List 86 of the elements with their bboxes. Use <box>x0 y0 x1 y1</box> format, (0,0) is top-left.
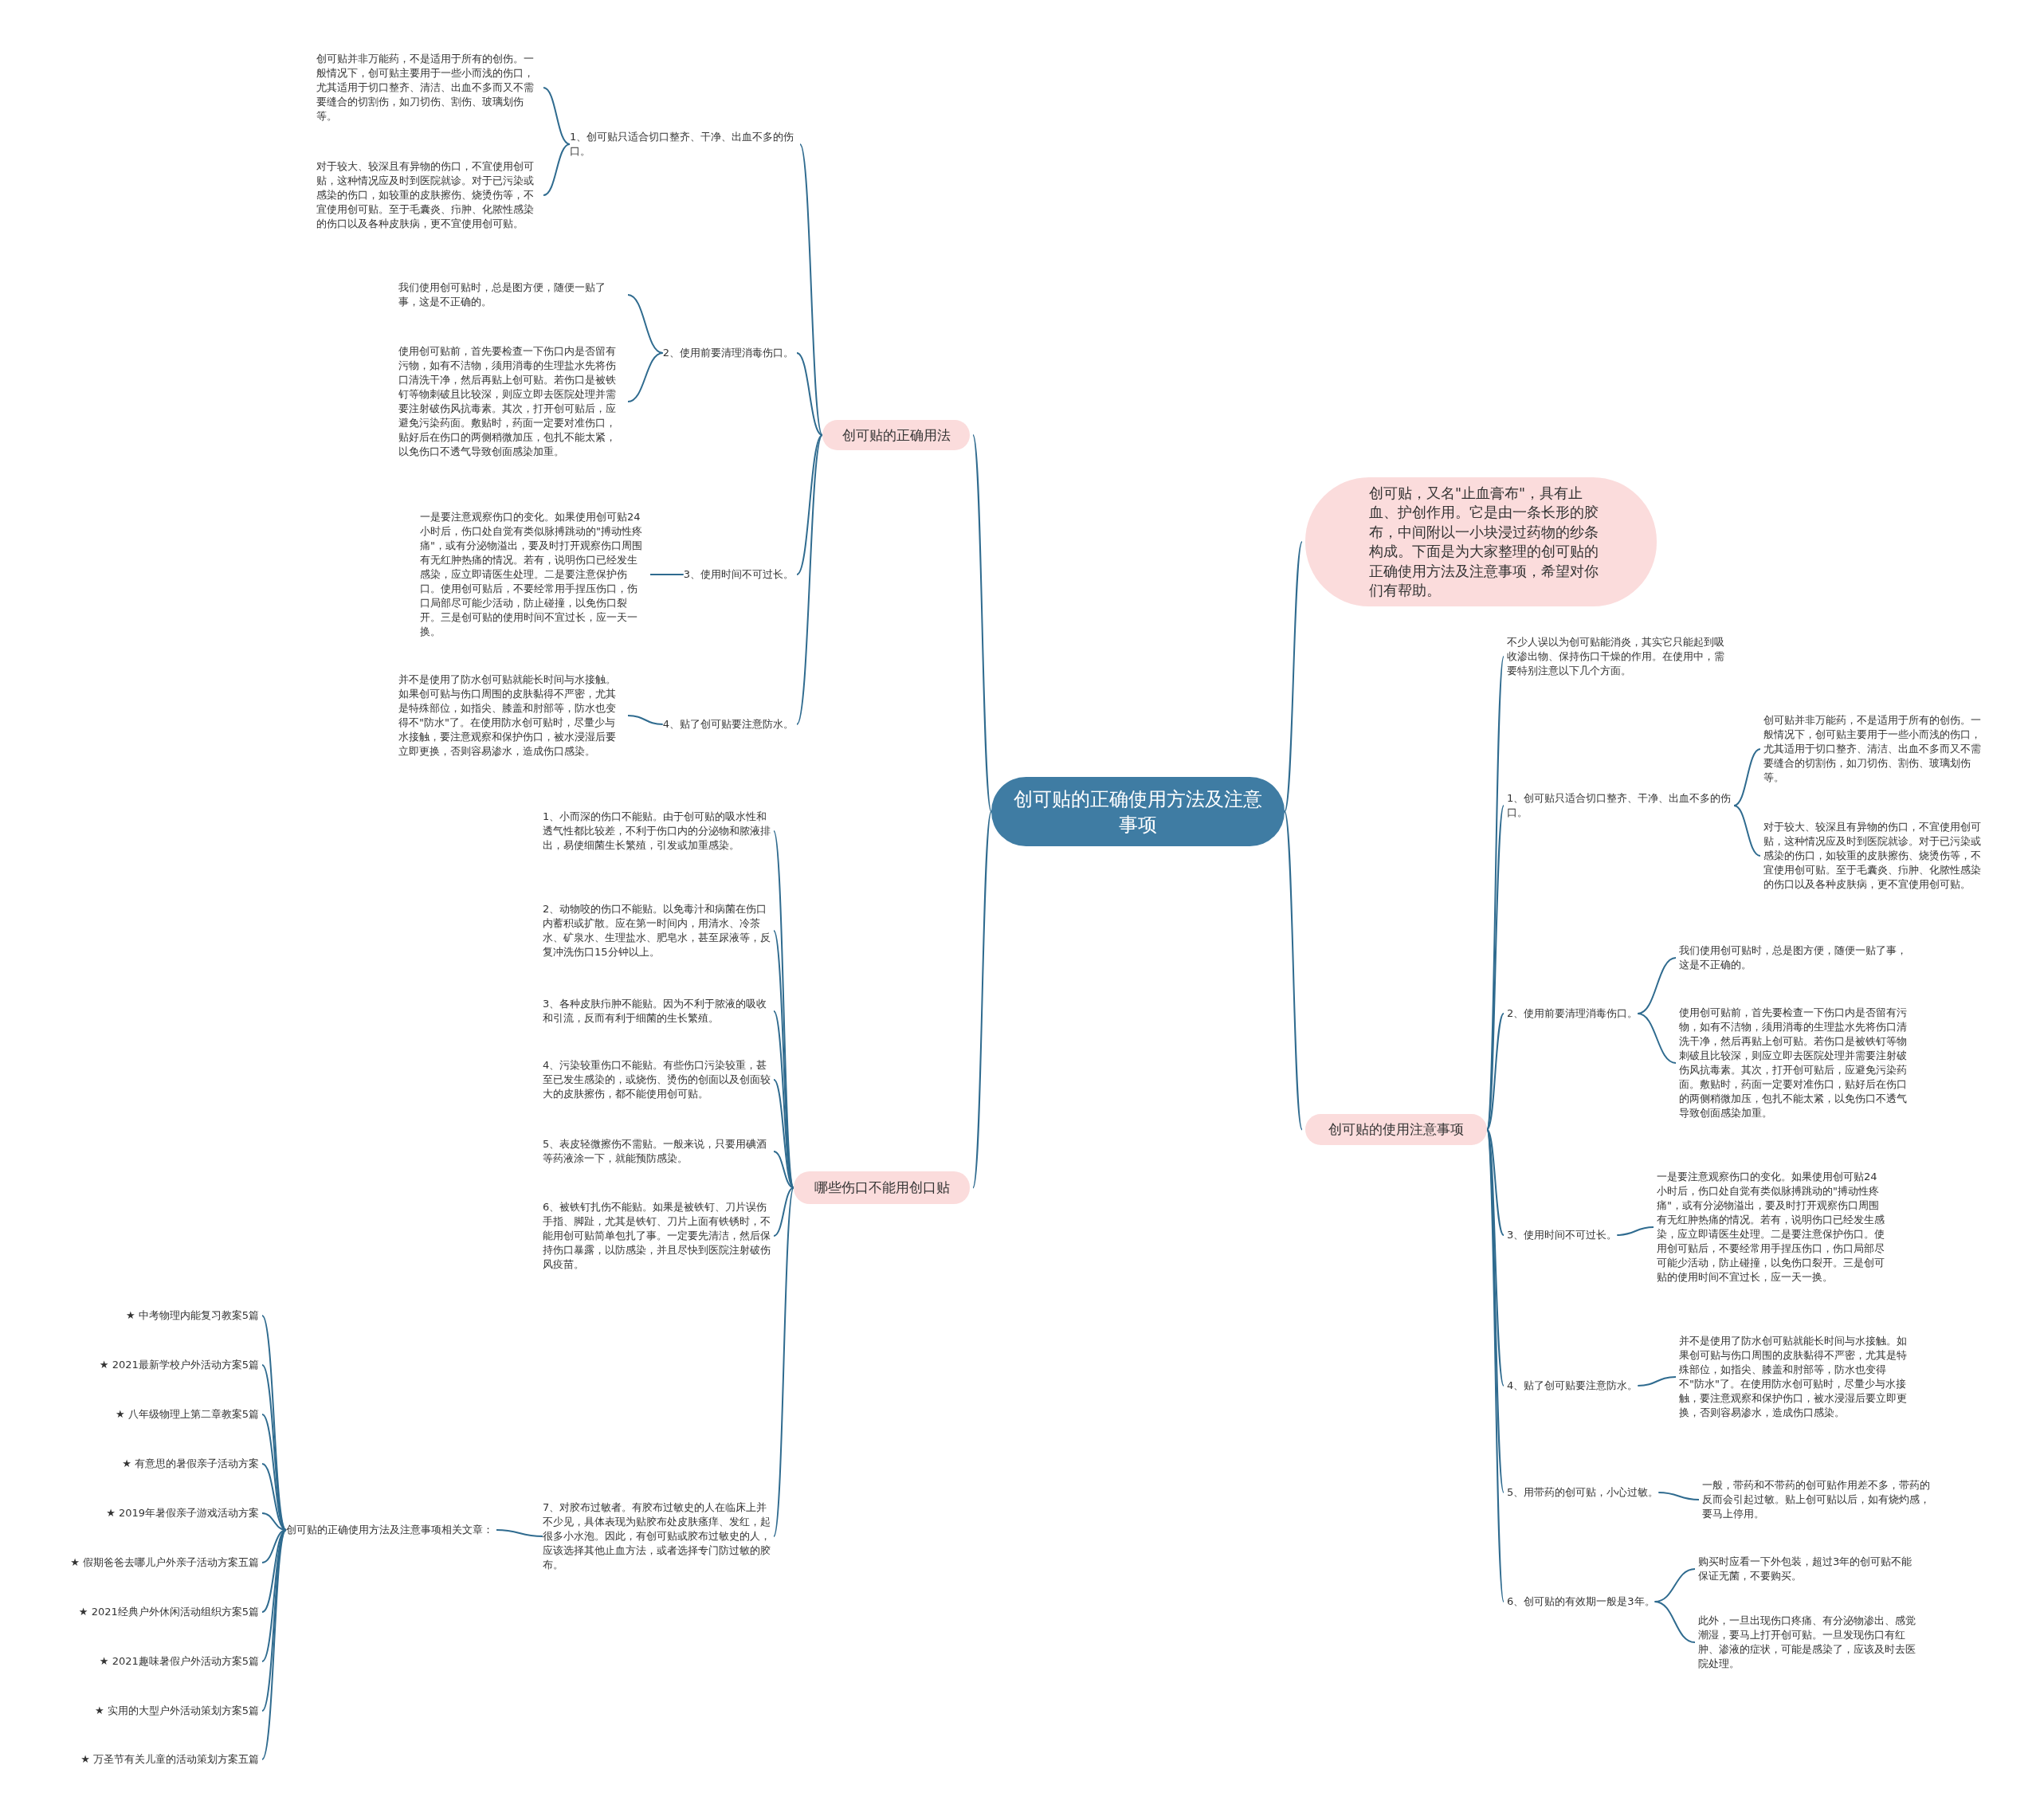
branch-line <box>261 1463 287 1531</box>
note-text: 一是要注意观察伤口的变化。如果使用创可贴24小时后，伤口处自觉有类似脉搏跳动的"搏动性疼痛"，或有分泌物溢出，要及时打开观察伤口周围有无红肿热痛的情况。若有，说明伤口已经发生感染，应立即请医生处理。二是要注意保护伤口。使用创可贴后，不要经常用手捏压伤口，伤口局部尽可能少活动，防止碰撞，以免伤口裂开。三是创可贴的使用时间不宜过长，应一天一换。 <box>420 510 647 639</box>
topic-label: 创可贴的正确用法 <box>842 426 951 445</box>
branch-line <box>796 434 823 575</box>
branch-line <box>261 1529 287 1563</box>
note-text: 7、对胶布过敏者。有胶布过敏史的人在临床上并不少见，具体表现为贴胶布处皮肤瘙痒、发红，起很多小水泡。因此，有创可贴或胶布过敏史的人，应该选择其他止血方法，或者选择专门防过敏的胶布。 <box>543 1500 771 1572</box>
subtopic-text: 创可贴的正确使用方法及注意事项相关文章： <box>286 1523 493 1537</box>
note-text: 6、被铁钉扎伤不能贴。如果是被铁钉、刀片误伤手指、脚趾，尤其是铁钉、刀片上面有铁锈时，不能用创可贴简单包扎了事。一定要先清洁，然后保持伤口暴露，以防感染，并且尽快到医院注射破伤风疫苗。 <box>543 1200 771 1272</box>
note-text: 5、表皮轻微擦伤不需贴。一般来说，只要用碘酒等药液涂一下，就能预防感染。 <box>543 1137 771 1166</box>
branch-line <box>1658 1492 1700 1500</box>
related-link-text: ★ 有意思的暑假亲子活动方案 <box>122 1457 259 1471</box>
topic-pill <box>822 420 970 450</box>
branch-line <box>1654 1601 1696 1643</box>
note-text: 对于较大、较深且有异物的伤口，不宜使用创可贴，这种情况应及时到医院就诊。对于已污染或感染的伤口，如较重的皮肤擦伤、烧烫伤等，不宜使用创可贴。至于毛囊炎、疖肿、化脓性感染的伤口以及各种皮肤病，更不宜使用创可贴。 <box>1763 820 1991 892</box>
branch-line <box>261 1529 287 1662</box>
related-link-text: ★ 万圣节有关儿童的活动策划方案五篇 <box>80 1752 259 1767</box>
note-text: 我们使用创可贴时，总是图方便，随便一贴了事，这是不正确的。 <box>1679 943 1907 972</box>
note-text: 创可贴并非万能药，不是适用于所有的创伤。一般情况下，创可贴主要用于一些小而浅的伤口，尤其适用于切口整齐、清洁、出血不多而又不需要缝合的切割伤，如刀切伤、割伤、玻璃划伤等。 <box>316 52 540 124</box>
branch-line <box>627 715 664 725</box>
related-link-text: ★ 假期爸爸去哪儿户外亲子活动方案五篇 <box>70 1555 259 1570</box>
subtopic-text: 4、贴了创可贴要注意防水。 <box>662 717 794 732</box>
subtopic-text: 2、使用前要清理消毒伤口。 <box>1507 1006 1638 1021</box>
branch-line <box>543 87 571 145</box>
branch-line <box>773 1151 794 1189</box>
branch-line <box>1616 1226 1654 1236</box>
branch-line <box>1733 748 1761 806</box>
branch-line <box>261 1414 287 1531</box>
note-text: 1、创可贴只适合切口整齐、干净、出血不多的伤口。 <box>570 130 797 159</box>
note-text: 并不是使用了防水创可贴就能长时间与水接触。如果创可贴与伤口周围的皮肤黏得不严密，尤其是特殊部位，如指尖、膝盖和肘部等，防水也变得不"防水"了。在使用防水创可贴时，尽量少与水接触，要注意观察和保护伤口，被水浸湿后要立即更换，否则容易渗水，造成伤口感染。 <box>398 673 625 759</box>
related-link-text: ★ 2021趣味暑假户外活动方案5篇 <box>99 1654 259 1669</box>
note-text: 并不是使用了防水创可贴就能长时间与水接触。如果创可贴与伤口周围的皮肤黏得不严密，尤其是特殊部位，如指尖、膝盖和肘部等，防水也变得不"防水"了。在使用防水创可贴时，尽量少与水接触，要注意观察和保护伤口，被水浸湿后要立即更换，否则容易渗水，造成伤口感染。 <box>1679 1334 1907 1420</box>
topic-label: 哪些伤口不能用创口贴 <box>814 1179 950 1197</box>
topic-pill <box>1305 1114 1487 1145</box>
related-link-text: ★ 2021经典户外休闲活动组织方案5篇 <box>78 1605 259 1619</box>
branch-line <box>1284 810 1303 1131</box>
topic-pill <box>794 1171 970 1204</box>
subtopic-text: 3、使用时间不可过长。 <box>683 567 794 582</box>
branch-line <box>1637 1376 1677 1387</box>
branch-line <box>972 810 992 1189</box>
central-topic <box>991 777 1285 846</box>
branch-line <box>1284 541 1303 813</box>
subtopic-text: 6、创可贴的有效期一般是3年。 <box>1507 1594 1655 1609</box>
branch-line <box>1486 1128 1504 1236</box>
branch-line <box>972 434 992 813</box>
branch-line <box>627 352 664 402</box>
note-text: 1、创可贴只适合切口整齐、干净、出血不多的伤口。 <box>1507 791 1734 820</box>
note-text: 我们使用创可贴时，总是图方便，随便一贴了事，这是不正确的。 <box>398 280 625 309</box>
branch-line <box>261 1315 287 1531</box>
note-text: 使用创可贴前，首先要检查一下伤口内是否留有污物，如有不洁物，须用消毒的生理盐水先将伤口清洗干净，然后再贴上创可贴。若伤口是被铁钉等物刺破且比较深，则应立即去医院处理并需要注射破伤风抗毒素。其次，打开创可贴后，应避免污染药面。敷贴时，药面一定要对准伤口，贴好后在伤口的两侧稍微加压，包扎不能太紧，以免伤口不透气导致创面感染加重。 <box>1679 1006 1907 1120</box>
subtopic-text: 3、使用时间不可过长。 <box>1507 1228 1618 1242</box>
note-text: 此外，一旦出现伤口疼痛、有分泌物渗出、感觉潮湿，要马上打开创可贴。一旦发现伤口有红肿、渗液的症状，可能是感染了，应该及时去医院处理。 <box>1698 1614 1921 1671</box>
subtopic-text: 5、用带药的创可贴，小心过敏。 <box>1507 1485 1659 1500</box>
branch-line <box>796 352 823 436</box>
note-text: 1、小而深的伤口不能贴。由于创可贴的吸水性和透气性都比较差，不利于伤口内的分泌物和脓液排出，易使细菌生长繁殖，引发或加重感染。 <box>543 810 771 853</box>
branch-line <box>773 1187 794 1537</box>
related-link-text: ★ 2019年暑假亲子游戏活动方案 <box>106 1506 259 1520</box>
subtopic-text: 4、贴了创可贴要注意防水。 <box>1507 1379 1638 1393</box>
branch-line <box>1637 1013 1677 1064</box>
note-text: 对于较大、较深且有异物的伤口，不宜使用创可贴，这种情况应及时到医院就诊。对于已污染或感染的伤口，如较重的皮肤擦伤、烧烫伤等，不宜使用创可贴。至于毛囊炎、疖肿、化脓性感染的伤口以及各种皮肤病，更不宜使用创可贴。 <box>316 159 540 231</box>
note-text: 2、动物咬的伤口不能贴。以免毒汁和病菌在伤口内蓄积或扩散。应在第一时间内，用清水、冷茶水、矿泉水、生理盐水、肥皂水，甚至尿液等，反复冲洗伤口15分钟以上。 <box>543 902 771 959</box>
branch-line <box>261 1529 287 1760</box>
note-text: 一般，带药和不带药的创可贴作用差不多，带药的反而会引起过敏。贴上创可贴以后，如有烧灼感，要马上停用。 <box>1702 1478 1930 1521</box>
topic-label: 创可贴的使用注意事项 <box>1328 1120 1464 1139</box>
branch-line <box>1733 805 1761 857</box>
note-text: 购买时应看一下外包装，超过3年的创可贴不能保证无菌，不要购买。 <box>1698 1555 1921 1583</box>
related-link-text: ★ 实用的大型户外活动策划方案5篇 <box>94 1704 259 1718</box>
branch-line <box>799 143 823 436</box>
note-text: 创可贴并非万能药，不是适用于所有的创伤。一般情况下，创可贴主要用于一些小而浅的伤口，尤其适用于切口整齐、清洁、出血不多而又不需要缝合的切割伤，如刀切伤、割伤、玻璃划伤等。 <box>1763 713 1991 785</box>
note-text: 4、污染较重伤口不能贴。有些伤口污染较重，甚至已发生感染的，或烧伤、烫伤的创面以及创面较大的皮肤擦伤，都不能使用创可贴。 <box>543 1058 771 1101</box>
related-link-text: ★ 八年级物理上第二章教案5篇 <box>115 1407 259 1422</box>
intro-text: 创可贴，又名"止血膏布"，具有止血、护创作用。它是由一条长形的胶布，中间附以一小块浸过药物的纱条构成。下面是为大家整理的创可贴的正确使用方法及注意事项，希望对你们有帮助。 <box>1369 484 1599 600</box>
subtopic-text: 2、使用前要清理消毒伤口。 <box>662 346 794 360</box>
branch-line <box>649 574 685 575</box>
branch-line <box>796 434 823 725</box>
note-text: 不少人误以为创可贴能消炎，其实它只能起到吸收渗出物、保持伤口干燥的作用。在使用中，需要特别注意以下几个方面。 <box>1507 635 1734 678</box>
branch-line <box>496 1529 543 1537</box>
related-link-text: ★ 中考物理内能复习教案5篇 <box>125 1308 259 1323</box>
note-text: 一是要注意观察伤口的变化。如果使用创可贴24小时后，伤口处自觉有类似脉搏跳动的"搏动性疼痛"，或有分泌物溢出，要及时打开观察伤口周围有无红肿热痛的情况。若有，说明伤口已经发生感染，应立即请医生处理。二是要注意保护伤口。使用创可贴后，不要经常用手捏压伤口，伤口局部尽可能少活动，防止碰撞，以免伤口裂开。三是创可贴的使用时间不宜过长，应一天一换。 <box>1657 1170 1885 1285</box>
central-topic-label: 创可贴的正确使用方法及注意事项 <box>1013 786 1263 837</box>
note-text: 使用创可贴前，首先要检查一下伤口内是否留有污物，如有不洁物，须用消毒的生理盐水先将伤口清洗干净，然后再贴上创可贴。若伤口是被铁钉等物刺破且比较深，则应立即去医院处理并需要注射破伤风抗毒素。其次，打开创可贴后，应避免污染药面。敷贴时，药面一定要对准伤口，贴好后在伤口的两侧稍微加压，包扎不能太紧，以免伤口不透气导致创面感染加重。 <box>398 344 625 459</box>
branch-line <box>773 1079 794 1189</box>
note-text: 3、各种皮肤疖肿不能贴。因为不利于脓液的吸收和引流，反而有利于细菌的生长繁殖。 <box>543 997 771 1026</box>
branch-line <box>543 143 571 196</box>
related-link-text: ★ 2021最新学校户外活动方案5篇 <box>99 1358 259 1372</box>
branch-line <box>1486 1013 1504 1131</box>
branch-line <box>773 1187 794 1237</box>
